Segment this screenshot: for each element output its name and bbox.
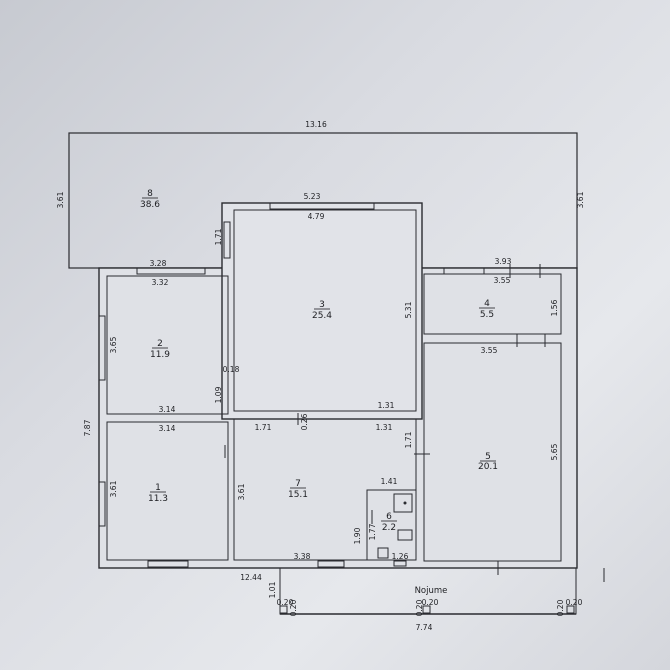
dim-label: 1.90 [353,527,362,544]
dim-label: 1.26 [392,552,409,561]
dim-label: 3.55 [494,276,511,285]
dim-label: 3.61 [576,191,585,208]
sink-fixture [393,493,413,513]
toilet-fixture [397,529,413,541]
dim-label: 0.20 [277,598,294,607]
dim-label: 13.16 [305,120,327,129]
dim-label: 0.20 [422,598,439,607]
room-7-number: 7 [295,479,301,489]
dim-label: 4.79 [308,212,325,221]
dim-label: 1.31 [376,423,393,432]
dim-label: 0.20 [289,599,298,616]
window [223,221,231,259]
room-1-area: 11.3 [148,494,168,504]
dim-label: 3.14 [159,424,176,433]
room-8-area: 38.6 [140,200,160,210]
dim-label: 5.31 [404,301,413,318]
dim-label: 0.20 [556,599,565,616]
room-6-number: 6 [386,512,392,522]
dim-label: 3.14 [159,405,176,414]
dim-label: 3.38 [294,552,311,561]
dim-label: 0.18 [223,365,240,374]
room-4-number: 4 [484,299,490,309]
door-step [393,560,407,567]
room-5-area: 20.1 [478,462,498,472]
post [279,605,288,614]
room-8-number: 8 [147,189,153,199]
window [269,202,375,210]
post [422,605,431,614]
dim-label: 1.71 [404,431,413,448]
room-1-outline [106,421,229,561]
dim-label: 1.01 [268,581,277,598]
dim-label: 5.65 [550,443,559,460]
dim-label: 1.77 [368,523,377,540]
dim-label: 0.26 [300,413,309,430]
dim-label: 3.32 [152,278,169,287]
dim-label: 3.28 [150,259,167,268]
dim-label: 3.61 [237,483,246,500]
dim-label: 0.20 [566,598,583,607]
room-4-area: 5.5 [480,310,494,320]
room-3-area: 25.4 [312,311,332,321]
room-2-outline [106,275,229,415]
dim-label: 3.61 [56,191,65,208]
dim-label: 12.44 [240,573,262,582]
window [317,560,345,568]
window [147,560,189,568]
dim-label: 3.93 [495,257,512,266]
dim-label: 1.09 [214,386,223,403]
dim-label: 5.23 [304,192,321,201]
window [136,267,206,275]
dim-label: 1.71 [255,423,272,432]
dim-label: 1.71 [214,228,223,245]
room-6-outline [366,489,417,561]
shower-fixture [377,547,389,559]
room-5-number: 5 [485,452,491,462]
dim-label: 1.41 [381,477,398,486]
room-1-number: 1 [155,483,161,493]
dim-label: 3.61 [109,480,118,497]
post [566,605,575,614]
dim-label: 3.55 [481,346,498,355]
room-3-number: 3 [319,300,325,310]
dim-label: 7.74 [416,623,433,632]
terrace-label: Nojume [415,586,448,596]
window [443,267,485,275]
room-5-outline [423,342,562,562]
room-6-area: 2.2 [382,523,396,533]
room-7-area: 15.1 [288,490,308,500]
dim-label: 1.31 [378,401,395,410]
dim-label: 7.87 [83,419,92,436]
window [98,481,106,527]
room-2-number: 2 [157,339,163,349]
dim-label: 0.20 [415,599,424,616]
room-4-outline [423,273,562,335]
room-2-area: 11.9 [150,350,170,360]
dim-label: 1.56 [550,299,559,316]
window [98,315,106,381]
dim-label: 3.65 [109,336,118,353]
